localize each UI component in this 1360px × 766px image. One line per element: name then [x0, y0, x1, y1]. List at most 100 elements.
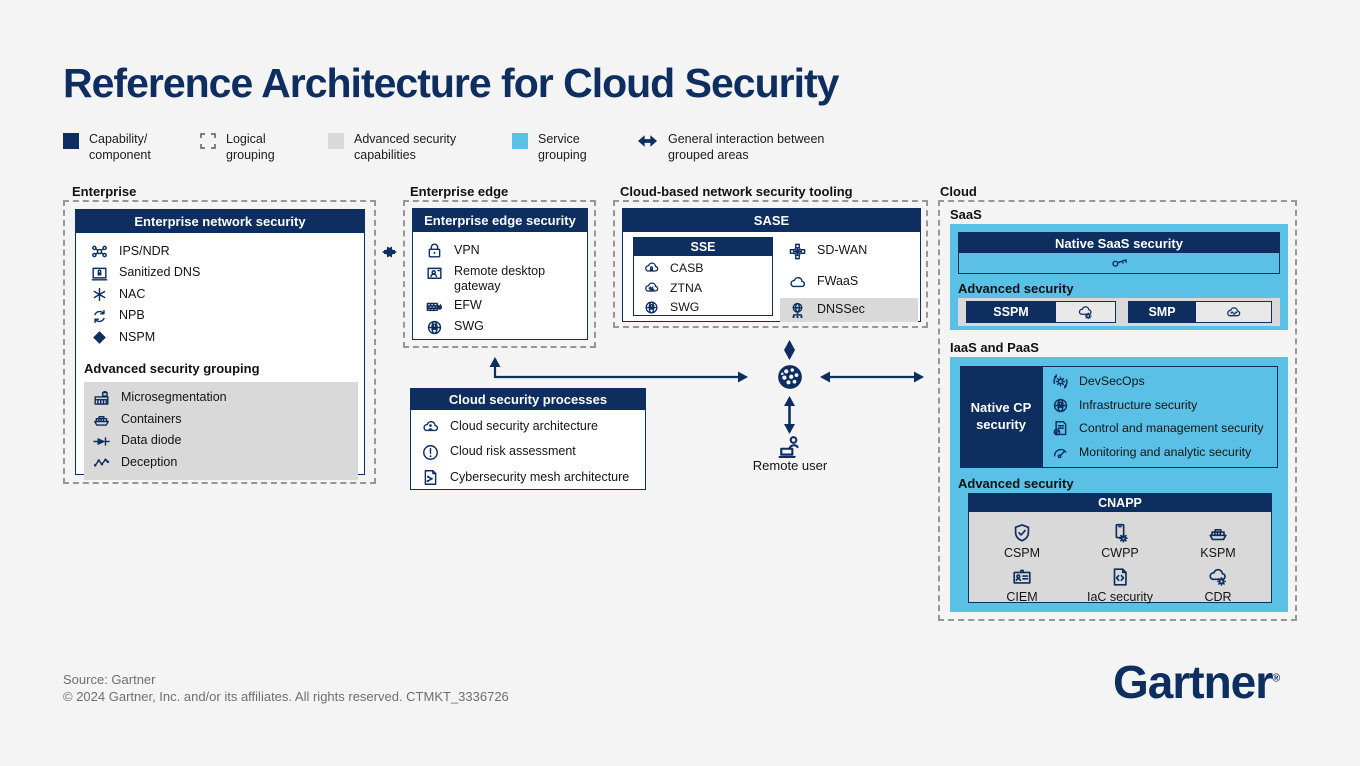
- legend-item-interaction: General interaction between grouped area…: [637, 132, 840, 163]
- sase-header: SASE: [623, 209, 920, 232]
- saas-service-box: Native SaaS security Advanced security S…: [950, 224, 1288, 330]
- advanced-security-grouping-box: Microsegmentation Containers Data diode …: [84, 381, 358, 480]
- copyright-note: © 2024 Gartner, Inc. and/or its affiliat…: [63, 689, 509, 704]
- nac-icon: [90, 285, 109, 304]
- enterprise-edge-security-card: Enterprise edge security VPN Remote desk…: [412, 208, 588, 340]
- fwaas-icon: [788, 273, 807, 292]
- gartner-logo: Gartner®: [1113, 656, 1281, 708]
- capability-item: NSPM: [90, 327, 356, 349]
- sspm-label: SSPM: [967, 302, 1055, 322]
- capability-item: SD-WAN: [788, 239, 918, 263]
- cnapp-item: CWPP: [1071, 522, 1169, 560]
- capability-item: Microsegmentation: [92, 388, 352, 410]
- iaas-paas-service-box: Native CP security DevSecOps Infrastruct…: [950, 357, 1288, 612]
- advanced-security-grouping-label: Advanced security grouping: [84, 360, 260, 376]
- capability-item: EFW: [425, 295, 579, 317]
- capability-swatch-icon: [63, 133, 79, 149]
- remote-user-label: Remote user: [752, 458, 828, 473]
- native-saas-security-header: Native SaaS security: [959, 233, 1279, 253]
- capability-item: Sanitized DNS: [90, 263, 356, 285]
- cnapp-item: CDR: [1169, 566, 1267, 604]
- monitoring-analytic-security-icon: [1051, 443, 1070, 462]
- native-saas-security-card: Native SaaS security: [958, 232, 1280, 274]
- native-saas-security-icon: [1110, 253, 1129, 272]
- cnapp-header: CNAPP: [969, 494, 1271, 512]
- control-management-security-icon: [1051, 419, 1070, 438]
- sspm-pill: SSPM: [966, 301, 1116, 323]
- enterprise-network-security-card: Enterprise network security IPS/NDR Sani…: [75, 209, 365, 480]
- casb-icon: [643, 260, 660, 277]
- capability-item: ZTNA: [643, 279, 768, 299]
- swg-icon: [425, 318, 444, 337]
- capability-item: IPS/NDR: [90, 241, 356, 263]
- capability-item: Data diode: [92, 431, 352, 453]
- saas-advanced-strip: SSPM SMP: [958, 298, 1280, 326]
- enterprise-edge-security-header: Enterprise edge security: [413, 209, 587, 232]
- enterprise-group-box: [63, 200, 376, 484]
- ztna-icon: [643, 280, 660, 297]
- smp-pill: SMP: [1128, 301, 1272, 323]
- capability-item: FWaaS: [788, 270, 918, 294]
- legend-item-service-grouping: Service grouping: [512, 132, 598, 163]
- cloud-group-box: [938, 200, 1297, 621]
- containers-icon: [92, 410, 111, 429]
- nspm-icon: [90, 328, 109, 347]
- legend-item-logical-grouping: Logical grouping: [200, 132, 286, 163]
- cybersecurity-mesh-architecture-icon: [421, 468, 440, 487]
- capability-item-highlighted: DNSSec: [780, 298, 918, 322]
- source-note: Source: Gartner: [63, 672, 156, 687]
- enterprise-edge-group-box: [403, 200, 596, 348]
- native-cp-security-box: Native CP security: [960, 366, 1042, 468]
- enterprise-section-label: Enterprise: [72, 184, 137, 199]
- devsecops-icon: [1051, 372, 1070, 391]
- capability-item: VPN: [425, 240, 579, 262]
- cloud-risk-assessment-icon: [421, 443, 440, 462]
- deception-icon: [92, 453, 111, 472]
- cnapp-item: CSPM: [973, 522, 1071, 560]
- capability-item: Containers: [92, 409, 352, 431]
- remote-desktop-gateway-icon: [425, 264, 444, 283]
- iac-security-icon: [1109, 566, 1131, 588]
- iaas-advanced-security-label: Advanced security: [958, 476, 1074, 491]
- cnapp-item: CIEM: [973, 566, 1071, 604]
- saas-advanced-security-label: Advanced security: [958, 281, 1074, 296]
- cloud-tooling-group-box: [613, 200, 928, 328]
- cloud-security-processes-header: Cloud security processes: [411, 389, 645, 410]
- cwpp-icon: [1109, 522, 1131, 544]
- sse-card: SSE CASB ZTNA SWG: [633, 237, 773, 316]
- iaas-paas-label: IaaS and PaaS: [950, 340, 1039, 355]
- smp-label: SMP: [1129, 302, 1195, 322]
- smp-icon: [1195, 302, 1271, 322]
- process-item: Cybersecurity mesh architecture: [421, 465, 639, 491]
- data-diode-icon: [92, 432, 111, 451]
- vpn-icon: [425, 241, 444, 260]
- microsegmentation-icon: [92, 389, 111, 408]
- cloud-security-processes-card: Cloud security processes Cloud security …: [410, 388, 646, 490]
- capability-item: Infrastructure security: [1051, 394, 1269, 418]
- sanitized-dns-icon: [90, 264, 109, 283]
- ips-ndr-icon: [90, 242, 109, 261]
- capability-item: Deception: [92, 452, 352, 474]
- sase-right-column: SD-WAN FWaaS DNSSec: [780, 239, 918, 322]
- sse-header: SSE: [634, 238, 772, 256]
- capability-item: Monitoring and analytic security: [1051, 441, 1269, 465]
- cnapp-item: IaC security: [1071, 566, 1169, 604]
- npb-icon: [90, 307, 109, 326]
- cspm-icon: [1011, 522, 1033, 544]
- page-title: Reference Architecture for Cloud Securit…: [63, 60, 839, 106]
- cloud-tooling-section-label: Cloud-based network security tooling: [620, 184, 853, 199]
- sase-card: SASE SSE CASB ZTNA SWG SD-WAN FWaaS DNSS…: [622, 208, 921, 322]
- kspm-icon: [1207, 522, 1229, 544]
- capability-item: NAC: [90, 284, 356, 306]
- legend-item-capability: Capability/ component: [63, 132, 165, 163]
- infrastructure-security-icon: [1051, 396, 1070, 415]
- sse-swg-icon: [643, 299, 660, 316]
- capability-item: SWG: [425, 316, 579, 338]
- advanced-swatch-icon: [328, 133, 344, 149]
- capability-item: DevSecOps: [1051, 370, 1269, 394]
- internet-globe-icon: [775, 362, 805, 392]
- enterprise-edge-section-label: Enterprise edge: [410, 184, 509, 199]
- sspm-icon: [1055, 302, 1115, 322]
- service-swatch-icon: [512, 133, 528, 149]
